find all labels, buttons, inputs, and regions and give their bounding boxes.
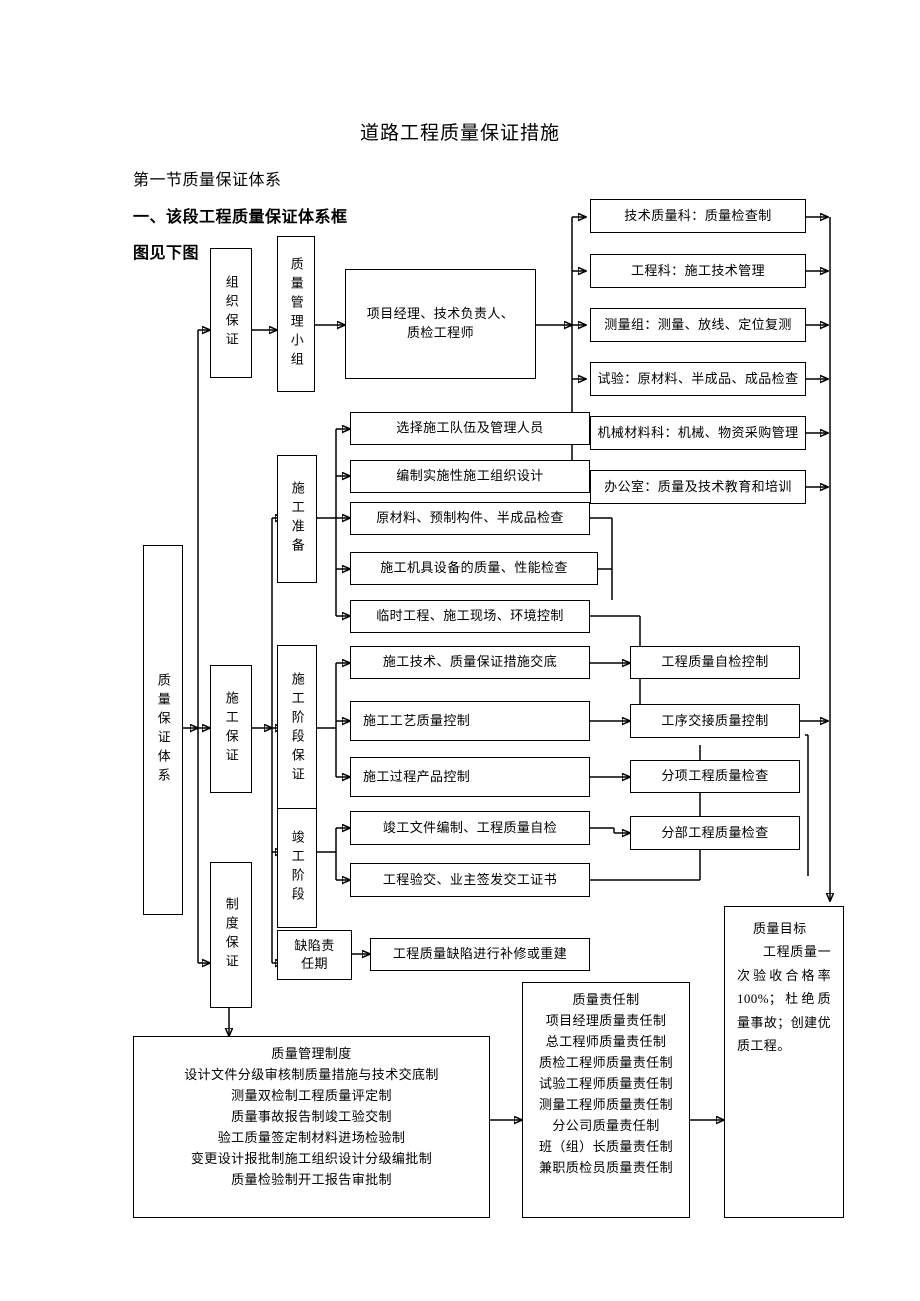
node-quality-goal[interactable]: 质量目标 工程质量一次验收合格率100%；杜绝质量事故；创建优质工程。 <box>724 906 844 1218</box>
node-institutional-assurance[interactable]: 制度保证 <box>210 862 252 1008</box>
node-department-4[interactable]: 机械材料科：机械、物资采购管理 <box>590 416 806 450</box>
responsibility-item-1: 总工程师质量责任制 <box>545 1034 667 1050</box>
node-label: 缺陷责任期 <box>294 937 335 971</box>
node-project-leaders[interactable]: 项目经理、技术负责人、质检工程师 <box>345 269 536 379</box>
system-item-5: 质量检验制开工报告审批制 <box>231 1172 392 1188</box>
node-during-item-1[interactable]: 施工工艺质量控制 <box>350 701 590 741</box>
node-department-1[interactable]: 工程科：施工技术管理 <box>590 254 806 288</box>
node-label: 工程科：施工技术管理 <box>630 262 765 278</box>
node-stage-defect-liability[interactable]: 缺陷责任期 <box>277 930 352 980</box>
node-label: 临时工程、施工现场、环境控制 <box>376 608 564 624</box>
node-label: 施工工艺质量控制 <box>363 712 471 728</box>
node-stage-construction[interactable]: 施工阶段保证 <box>277 645 317 813</box>
node-stage-completion[interactable]: 竣工阶段 <box>277 808 317 928</box>
node-label: 施工技术、质量保证措施交底 <box>382 654 558 670</box>
section-heading: 第一节质量保证体系 <box>133 172 282 189</box>
node-construction-assurance[interactable]: 施工保证 <box>210 665 252 793</box>
node-label: 质量管理小组 <box>288 257 304 371</box>
subsection-heading: 一、该段工程质量保证体系框图见下图 <box>133 209 348 262</box>
responsibility-item-3: 试验工程师质量责任制 <box>538 1076 673 1092</box>
goal-title: 质量目标 <box>753 921 807 936</box>
node-label: 试验：原材料、半成品、成品检查 <box>597 370 799 386</box>
node-control-1[interactable]: 工序交接质量控制 <box>630 704 800 738</box>
node-quality-management-system[interactable]: 质量管理制度 设计文件分级审核制质量措施与技术交底制 测量双检制工程质量评定制 … <box>133 1036 490 1218</box>
node-finish-item-0[interactable]: 竣工文件编制、工程质量自检 <box>350 811 590 845</box>
system-title: 质量管理制度 <box>271 1046 352 1061</box>
node-label: 技术质量科：质量检查制 <box>624 207 772 223</box>
node-control-2[interactable]: 分项工程质量检查 <box>630 760 800 793</box>
node-control-0[interactable]: 工程质量自检控制 <box>630 646 800 679</box>
goal-body: 工程质量一次验收合格率100%；杜绝质量事故；创建优质工程。 <box>737 944 831 1053</box>
node-control-3[interactable]: 分部工程质量检查 <box>630 816 800 850</box>
node-label: 编制实施性施工组织设计 <box>396 468 544 484</box>
responsibility-item-4: 测量工程师质量责任制 <box>538 1097 673 1113</box>
node-label: 项目经理、技术负责人、质检工程师 <box>366 306 515 340</box>
node-label: 质量保证体系 <box>155 673 171 787</box>
node-label: 制度保证 <box>223 897 239 973</box>
node-department-3[interactable]: 试验：原材料、半成品、成品检查 <box>590 362 806 396</box>
node-label: 分项工程质量检查 <box>661 768 769 784</box>
responsibility-item-2: 质检工程师质量责任制 <box>538 1055 673 1071</box>
node-label: 施工保证 <box>223 691 239 767</box>
node-label: 工程验交、业主签发交工证书 <box>382 871 558 887</box>
node-label: 工序交接质量控制 <box>661 712 769 728</box>
system-item-2: 质量事故报告制竣工验交制 <box>231 1109 392 1125</box>
node-prep-item-0[interactable]: 选择施工队伍及管理人员 <box>350 412 590 445</box>
node-label: 选择施工队伍及管理人员 <box>396 420 544 436</box>
node-label: 原材料、预制构件、半成品检查 <box>376 510 564 526</box>
node-label: 施工准备 <box>289 481 305 557</box>
system-item-3: 验工质量签定制材料进场检验制 <box>217 1130 406 1146</box>
responsibility-item-0: 项目经理质量责任制 <box>545 1013 667 1029</box>
node-quality-management-group[interactable]: 质量管理小组 <box>277 236 315 392</box>
node-stage-preparation[interactable]: 施工准备 <box>277 455 317 583</box>
node-quality-responsibility-system[interactable]: 质量责任制 项目经理质量责任制 总工程师质量责任制 质检工程师质量责任制 试验工… <box>522 982 690 1218</box>
node-label: 竣工文件编制、工程质量自检 <box>382 819 558 835</box>
node-prep-item-1[interactable]: 编制实施性施工组织设计 <box>350 460 590 493</box>
system-item-0: 设计文件分级审核制质量措施与技术交底制 <box>184 1067 439 1083</box>
node-label: 分部工程质量检查 <box>661 824 769 840</box>
node-organizational-assurance[interactable]: 组织保证 <box>210 248 252 378</box>
responsibility-title: 质量责任制 <box>572 992 640 1007</box>
node-label: 机械材料科：机械、物资采购管理 <box>597 424 799 440</box>
responsibility-item-6: 班（组）长质量责任制 <box>538 1139 673 1155</box>
node-label: 办公室：质量及技术教育和培训 <box>604 478 792 494</box>
node-prep-item-3[interactable]: 施工机具设备的质量、性能检查 <box>350 552 598 585</box>
node-label: 工程质量自检控制 <box>661 654 769 670</box>
responsibility-item-7: 兼职质检员质量责任制 <box>538 1160 673 1176</box>
node-department-2[interactable]: 测量组：测量、放线、定位复测 <box>590 308 806 342</box>
responsibility-item-5: 分公司质量责任制 <box>552 1118 660 1134</box>
node-department-0[interactable]: 技术质量科：质量检查制 <box>590 199 806 233</box>
node-label: 施工过程产品控制 <box>363 768 471 784</box>
node-quality-assurance-system[interactable]: 质量保证体系 <box>143 545 183 915</box>
node-label: 测量组：测量、放线、定位复测 <box>604 316 792 332</box>
page-title: 道路工程质量保证措施 <box>359 123 560 144</box>
node-during-item-2[interactable]: 施工过程产品控制 <box>350 757 590 797</box>
system-item-4: 变更设计报批制施工组织设计分级编批制 <box>190 1151 433 1167</box>
node-finish-item-1[interactable]: 工程验交、业主签发交工证书 <box>350 863 590 897</box>
node-defect-item-0[interactable]: 工程质量缺陷进行补修或重建 <box>370 938 590 971</box>
node-label: 施工阶段保证 <box>289 672 305 786</box>
node-prep-item-4[interactable]: 临时工程、施工现场、环境控制 <box>350 600 590 633</box>
node-label: 施工机具设备的质量、性能检查 <box>380 560 568 576</box>
node-during-item-0[interactable]: 施工技术、质量保证措施交底 <box>350 646 590 679</box>
node-prep-item-2[interactable]: 原材料、预制构件、半成品检查 <box>350 502 590 535</box>
node-label: 工程质量缺陷进行补修或重建 <box>392 946 568 962</box>
node-department-5[interactable]: 办公室：质量及技术教育和培训 <box>590 470 806 504</box>
node-label: 竣工阶段 <box>289 830 305 906</box>
node-label: 组织保证 <box>223 275 239 351</box>
system-item-1: 测量双检制工程质量评定制 <box>231 1088 392 1104</box>
